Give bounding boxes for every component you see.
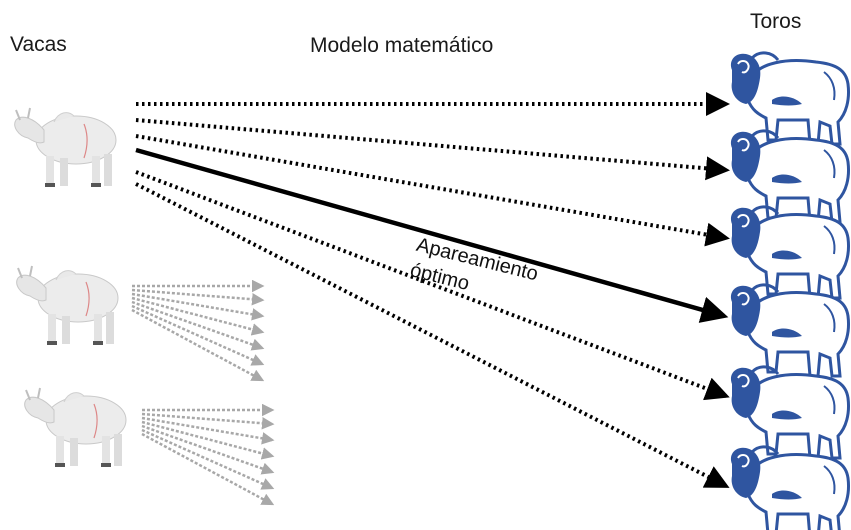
- cow-icon: [23, 387, 127, 468]
- bull-icon: [729, 129, 851, 224]
- bull-icon: [729, 445, 851, 530]
- optimal-arrow: [135, 147, 729, 323]
- dotted-arrow: [135, 134, 730, 247]
- cow-icon: [15, 265, 119, 346]
- cows-label: Vacas: [10, 33, 67, 56]
- gray-arrow-fan: [132, 286, 262, 380]
- dotted-arrow: [135, 118, 730, 181]
- dotted-arrow: [135, 182, 730, 488]
- bull-icon: [729, 283, 851, 378]
- model-label: Modelo matemático: [310, 34, 494, 57]
- bulls-label: Toros: [750, 10, 802, 33]
- cow-icon: [13, 107, 117, 188]
- bull-icon: [729, 205, 851, 300]
- bull-icon: [729, 51, 851, 146]
- bull-icon: [729, 365, 851, 460]
- gray-arrow-fan: [142, 410, 272, 504]
